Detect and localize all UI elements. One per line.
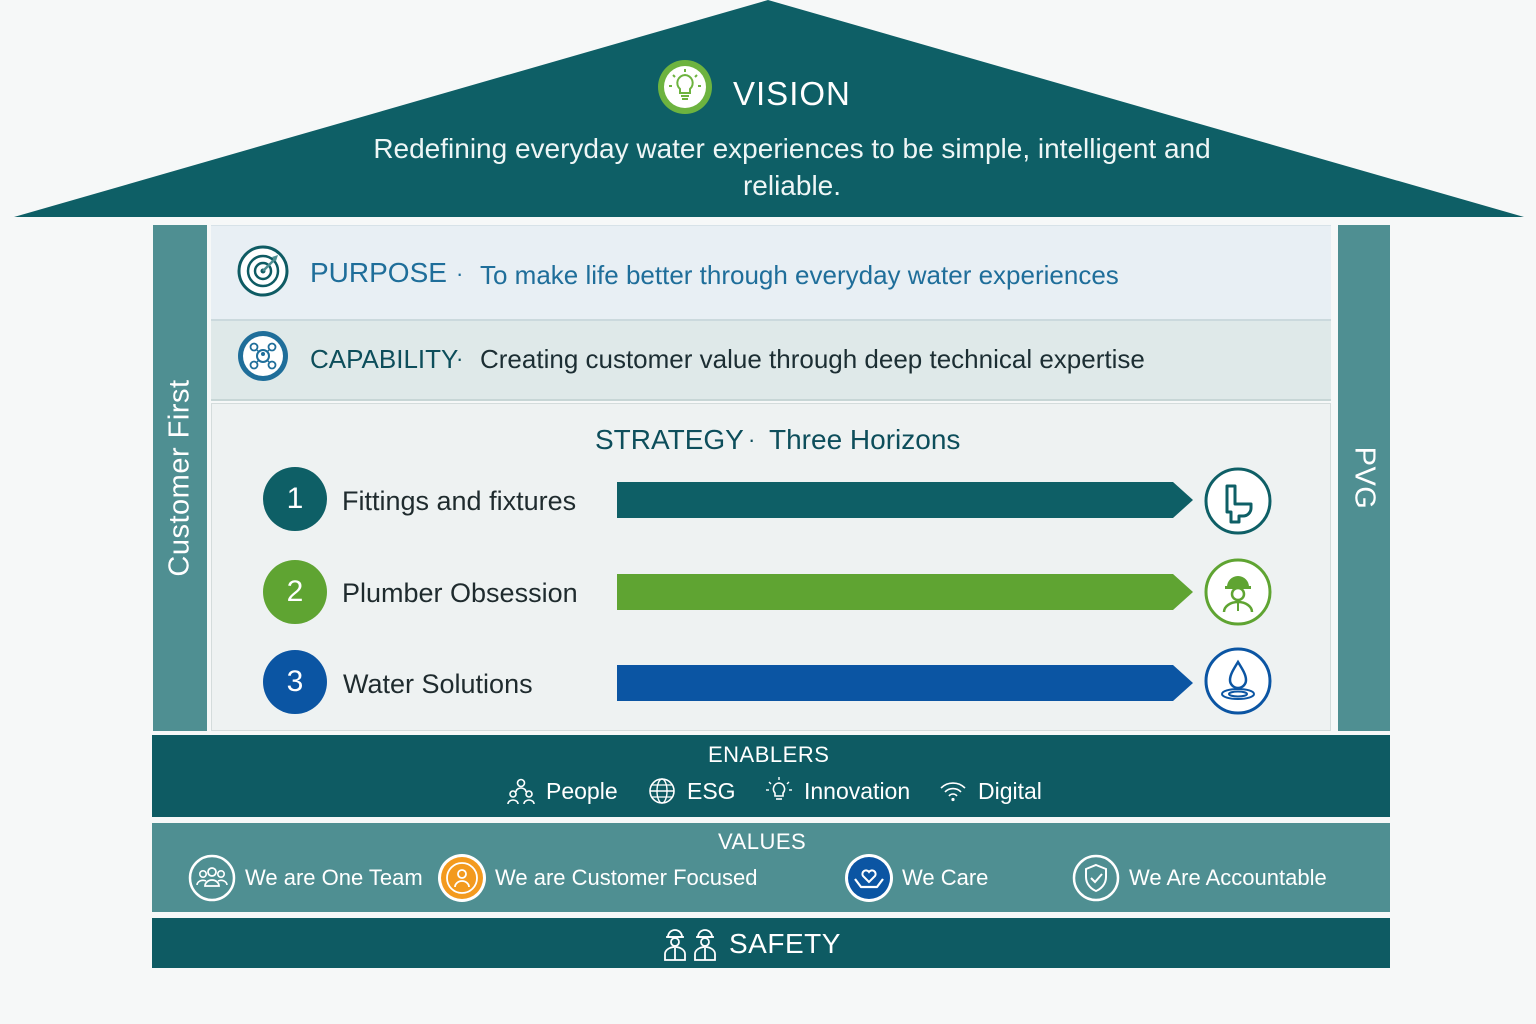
capability-separator: · <box>456 346 464 371</box>
enabler-digital: Digital <box>938 775 1042 807</box>
value-one-team: We are One Team <box>187 853 423 903</box>
purpose-band <box>211 225 1331 321</box>
pillar-right-label: PVG <box>1348 446 1381 510</box>
vision-title: VISION <box>733 75 851 112</box>
safety: SAFETY <box>661 924 841 964</box>
vision-statement: Redefining everyday water experiences to… <box>373 133 1211 201</box>
safety-label: SAFETY <box>729 928 841 959</box>
horizon-3-number: 3 <box>286 665 304 698</box>
value-we-care-label: We Care <box>902 865 989 890</box>
plumber-worker-icon <box>1203 557 1273 627</box>
pillar-customer-first: Customer First <box>153 225 207 731</box>
values-title: VALUES <box>718 829 807 854</box>
value-one-team-label: We are One Team <box>245 865 423 890</box>
horizon-1-label: Fittings and fixtures <box>342 486 577 516</box>
safety-workers-icon <box>664 929 716 961</box>
safety-band <box>152 918 1390 968</box>
toilet-icon <box>1203 466 1273 536</box>
horizon-2-arrow <box>617 574 1193 610</box>
enablers-title: ENABLERS <box>708 742 830 767</box>
enabler-innovation-label: Innovation <box>804 777 911 804</box>
network-people-icon <box>237 330 289 382</box>
water-drop-icon <box>1203 646 1273 716</box>
lightbulb-icon <box>657 59 713 115</box>
people-icon <box>507 778 535 805</box>
globe-icon <box>649 778 675 804</box>
purpose-label: PURPOSE <box>310 257 447 288</box>
customer-icon <box>438 854 486 902</box>
strategy-subtitle: Three Horizons <box>769 424 961 455</box>
horizon-3-label: Water Solutions <box>343 669 533 699</box>
horizon-2-number: 2 <box>286 575 304 608</box>
capability-statement: Creating customer value through deep tec… <box>480 344 1145 374</box>
enabler-innovation: Innovation <box>764 775 910 807</box>
target-icon <box>237 245 289 297</box>
strategy-separator: · <box>748 427 756 452</box>
purpose-separator: · <box>456 261 464 286</box>
team-icon <box>188 854 236 902</box>
heart-hands-icon <box>845 854 893 902</box>
horizon-1-badge: 1 <box>263 467 327 531</box>
purpose-statement: To make life better through everyday wat… <box>480 260 1119 290</box>
horizon-1-arrow <box>617 482 1193 518</box>
value-accountable-label: We Are Accountable <box>1129 865 1327 890</box>
value-accountable: We Are Accountable <box>1071 853 1327 903</box>
shield-check-icon <box>1072 854 1120 902</box>
lightbulb-icon <box>766 777 792 800</box>
value-customer-focused: We are Customer Focused <box>437 853 757 903</box>
value-we-care: We Care <box>844 853 988 903</box>
enabler-esg: ESG <box>647 775 736 807</box>
roof <box>14 0 1524 217</box>
horizon-3-arrow <box>617 665 1193 701</box>
enabler-people-label: People <box>546 777 618 804</box>
capability-band <box>211 321 1331 401</box>
value-customer-focused-label: We are Customer Focused <box>495 865 758 890</box>
values-band <box>152 823 1390 912</box>
horizon-2-label: Plumber Obsession <box>342 578 578 608</box>
pillar-left-label: Customer First <box>163 379 196 577</box>
horizon-1-number: 1 <box>286 482 304 515</box>
enabler-esg-label: ESG <box>687 777 736 804</box>
pillar-pvg: PVG <box>1338 225 1390 731</box>
enabler-digital-label: Digital <box>978 777 1042 804</box>
enablers-band <box>152 735 1390 817</box>
enabler-people: People <box>506 775 618 807</box>
capability-label: CAPABILITY <box>310 344 459 374</box>
horizon-2-badge: 2 <box>263 560 327 624</box>
horizon-3-badge: 3 <box>263 650 327 714</box>
strategy-title: STRATEGY <box>595 424 744 455</box>
wifi-icon <box>940 782 966 802</box>
